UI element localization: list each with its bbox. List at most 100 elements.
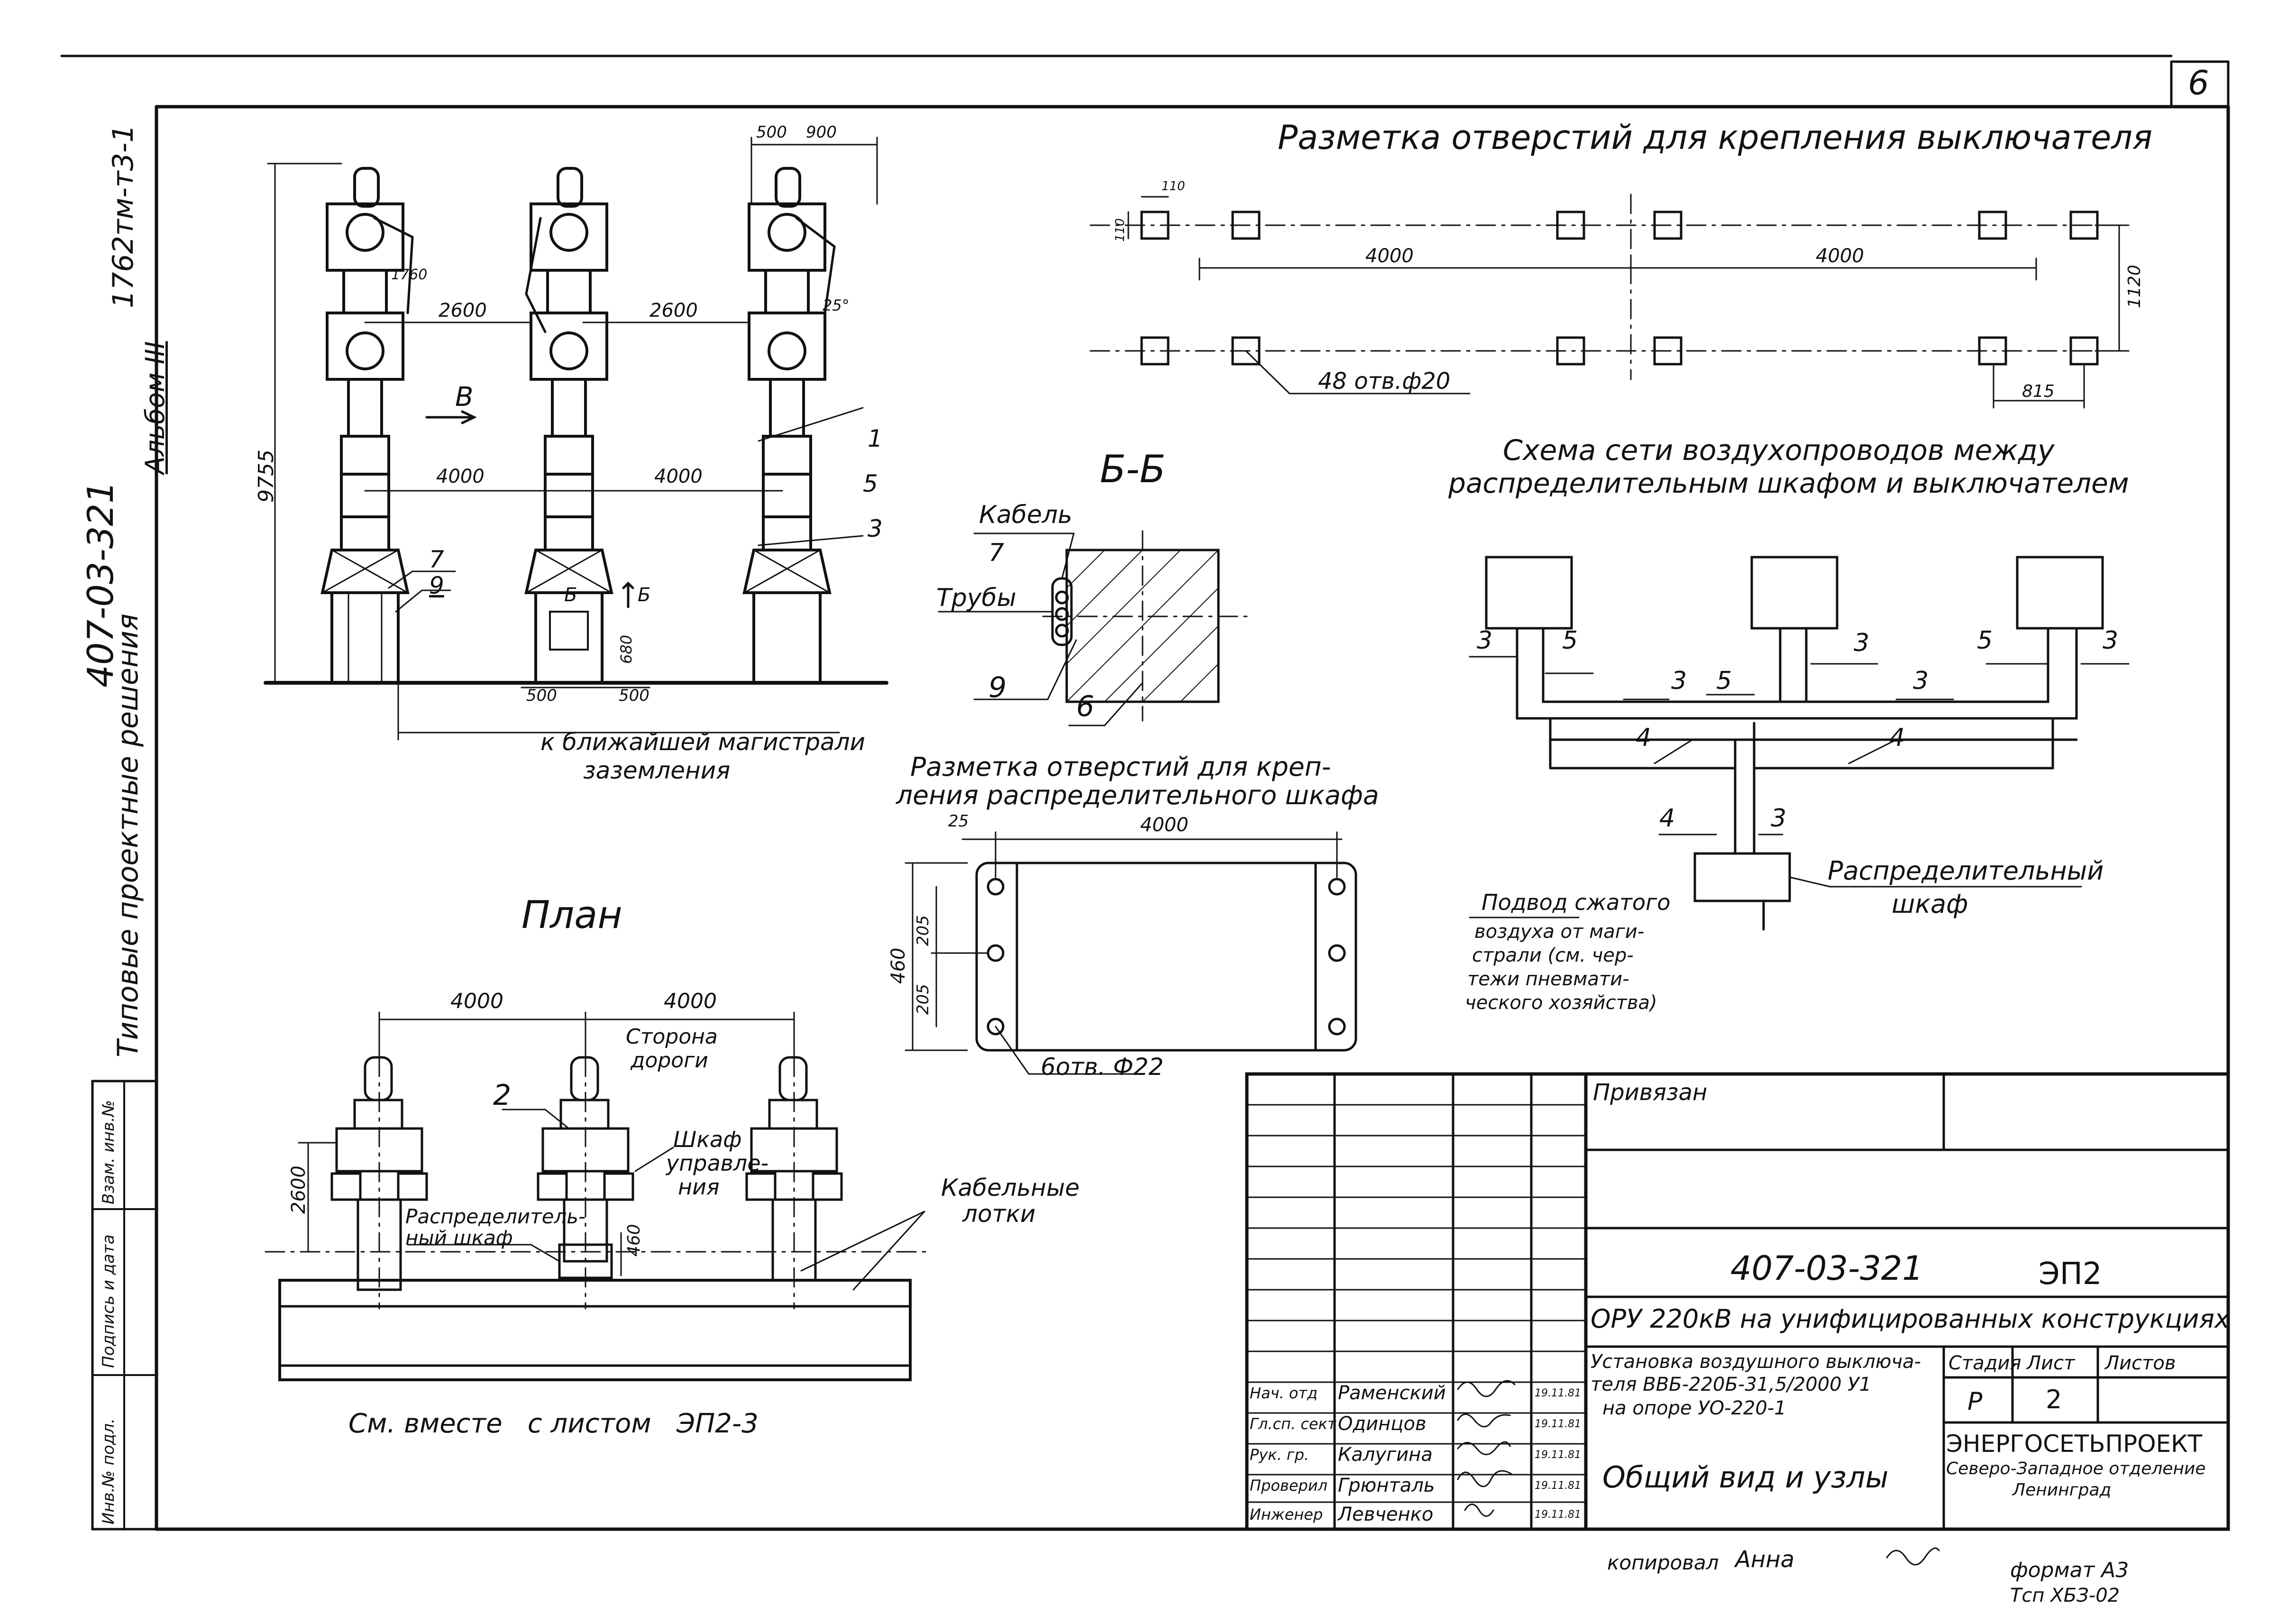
cabinet-holes-title: ления распределительного шкафа — [896, 780, 1379, 810]
doc-code: 407-03-321 — [1730, 1249, 1923, 1288]
dim-label: 4000 — [450, 989, 503, 1013]
elevation-view — [264, 137, 888, 741]
person-role: Проверил — [1250, 1477, 1328, 1495]
format-label: формат А3 — [2010, 1558, 2129, 1582]
section-bb — [938, 530, 1248, 726]
format-label: Тсп ХБЗ-02 — [2010, 1585, 2120, 1606]
air-label: 3 — [1913, 667, 1929, 695]
dim-label: 500 — [756, 123, 787, 142]
road-label: дороги — [631, 1048, 708, 1073]
sheets-header: Листов — [2105, 1352, 2176, 1374]
stamp-inv-label: Инв.№ подл. — [99, 1418, 118, 1524]
dist-cabinet-label: Распределитель- — [405, 1205, 586, 1228]
cabinet-label: шкаф — [1892, 889, 1968, 919]
air-label: 3 — [2103, 626, 2119, 655]
person-role: Инженер — [1250, 1505, 1323, 1523]
position-label: 9 — [988, 671, 1007, 704]
breaker-plan-3 — [745, 1056, 843, 1310]
grounding-note: к ближайшей магистрали — [540, 728, 866, 756]
road-label: Сторона — [626, 1025, 718, 1049]
drawing-desc: Установка воздушного выключа- — [1591, 1351, 1921, 1373]
person-name: Одинцов — [1338, 1413, 1427, 1435]
see-also-note: См. вместе с листом ЭП2-3 — [348, 1408, 759, 1439]
section-mark: Б — [638, 584, 651, 606]
position-label: 1 — [868, 425, 883, 452]
supply-note: страли (см. чер- — [1472, 945, 1634, 966]
dim-label: 900 — [806, 123, 837, 142]
view-arrow-label: В — [455, 382, 474, 413]
dim-label: 4000 — [1816, 245, 1864, 267]
dim-label: 500 — [619, 686, 649, 705]
dim-label: 25 — [948, 812, 969, 831]
air-pipe-scheme — [1469, 556, 2130, 931]
air-label: 3 — [1854, 629, 1870, 657]
sheet-code: ЭП2 — [2039, 1257, 2102, 1292]
supply-note: воздуха от маги- — [1474, 921, 1645, 943]
air-label: 5 — [1716, 667, 1732, 695]
sheet-value: 2 — [2046, 1385, 2062, 1414]
dim-label: 25° — [823, 296, 850, 314]
dim-label: 2600 — [439, 300, 487, 321]
dim-label: 4000 — [1365, 245, 1414, 267]
person-name: Раменский — [1338, 1382, 1446, 1404]
dim-label: 680 — [617, 634, 635, 664]
dim-label: 815 — [2022, 382, 2055, 401]
position-label: 9 — [429, 572, 444, 599]
air-label: 4 — [1636, 724, 1652, 752]
trays-label: лотки — [962, 1200, 1036, 1228]
air-scheme-title: Схема сети воздухопроводов между — [1503, 434, 2055, 467]
dim-label: 110 — [1113, 218, 1127, 242]
dim-label: 9755 — [254, 450, 278, 503]
supply-note: ческого хозяйства) — [1465, 992, 1657, 1014]
dim-label: 4000 — [654, 466, 703, 487]
breaker-holes-plan — [1089, 193, 2130, 409]
pipes-label: Трубы — [936, 584, 1016, 612]
drawing-desc: теля ВВБ-220Б-31,5/2000 У1 — [1591, 1374, 1872, 1395]
spine-series: Типовые проектные решения — [111, 613, 145, 1057]
supply-note: тежи пневмати- — [1467, 968, 1629, 990]
cabinet-holes-title: Разметка отверстий для креп- — [910, 752, 1331, 782]
grounding-note: заземления — [583, 757, 731, 784]
control-label: ния — [678, 1174, 720, 1200]
person-date: 19.11.81 — [1535, 1387, 1581, 1399]
title-block-lines — [1245, 1072, 2230, 1566]
attached-label: Привязан — [1593, 1079, 1708, 1106]
position-label: 5 — [863, 470, 878, 497]
position-label: 2 — [493, 1079, 512, 1112]
breaker-elevation-1 — [320, 167, 414, 684]
position-label: 6 — [1076, 690, 1095, 723]
trays-label: Кабельные — [941, 1174, 1080, 1202]
dim-label: 4000 — [664, 989, 717, 1013]
sheet-header: Лист — [2027, 1352, 2075, 1374]
spine-album: Альбом III — [140, 341, 170, 474]
project-name: ОРУ 220кВ на унифицированных конструкция… — [1591, 1304, 2230, 1334]
sheet-frame — [60, 55, 2230, 1531]
dim-label: 205 — [914, 984, 933, 1015]
person-date: 19.11.81 — [1535, 1509, 1581, 1521]
dim-label: 460 — [624, 1224, 644, 1257]
sheet-number: 6 — [2188, 64, 2209, 102]
copied-label: копировал — [1607, 1551, 1719, 1574]
person-role: Гл.сп. сект — [1250, 1415, 1336, 1433]
dim-label: 4000 — [436, 466, 485, 487]
person-name: Грюнталь — [1338, 1475, 1435, 1496]
holes-note: 6отв. Ф22 — [1041, 1053, 1164, 1081]
dim-label: 1120 — [2125, 265, 2144, 308]
org-name: ЭНЕРГОСЕТЬПРОЕКТ — [1946, 1430, 2203, 1458]
air-label: 4 — [1659, 804, 1675, 833]
control-label: Шкаф — [673, 1127, 742, 1152]
person-name: Калугина — [1338, 1444, 1433, 1466]
stamp-replace-label: Взам. инв.№ — [99, 1100, 118, 1204]
person-role: Нач. отд — [1250, 1384, 1318, 1402]
cabinet-label: Распределительный — [1828, 856, 2104, 886]
section-title: Б-Б — [1100, 447, 1166, 491]
breaker-plan-2 — [537, 1056, 634, 1310]
position-label: 7 — [429, 546, 444, 573]
person-name: Левченко — [1338, 1504, 1434, 1525]
air-label: 3 — [1477, 626, 1493, 655]
cable-label: Кабель — [979, 501, 1072, 529]
dim-label: 205 — [914, 915, 933, 946]
spine-code: 1762тм-т3-1 — [107, 124, 140, 308]
dim-label: 4000 — [1140, 814, 1189, 836]
